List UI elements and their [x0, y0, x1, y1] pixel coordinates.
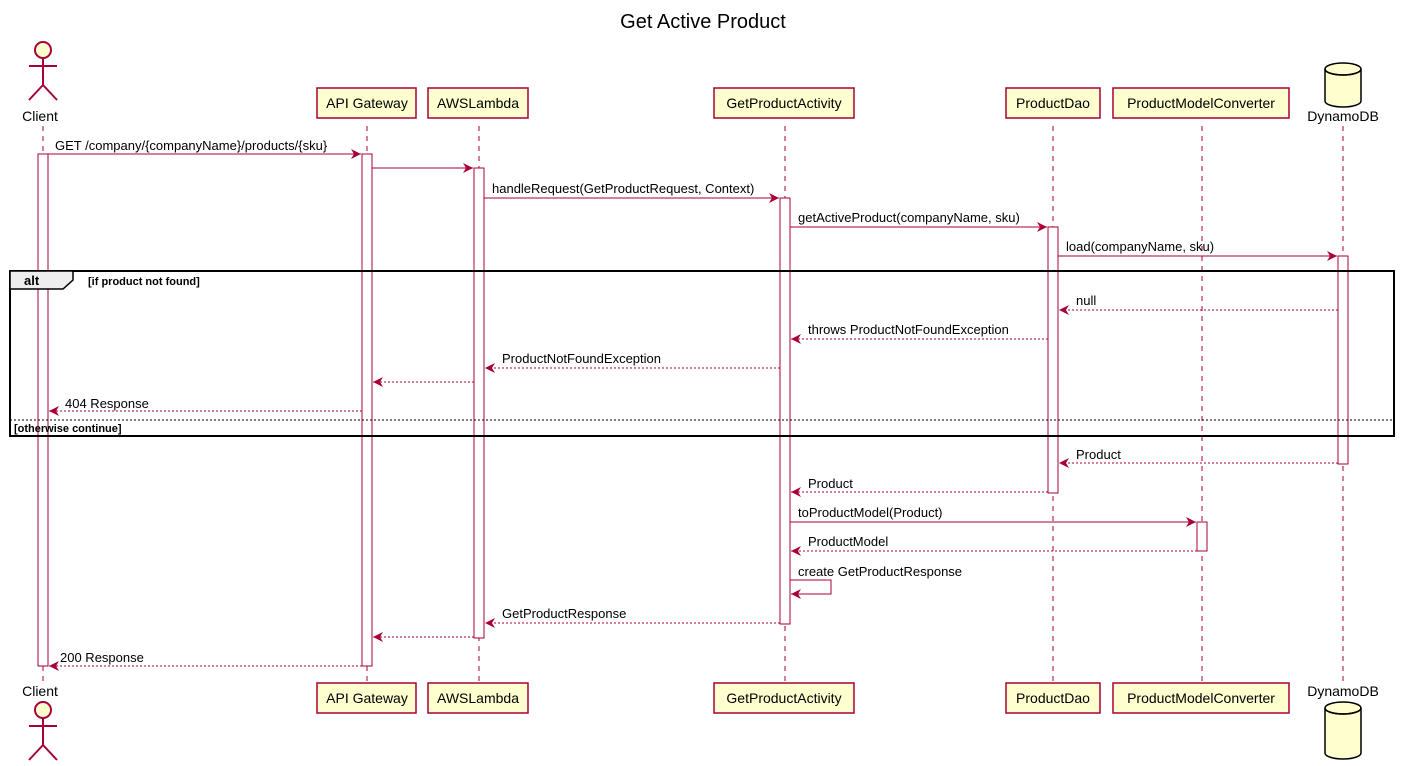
message-label: create GetProductResponse [798, 564, 962, 579]
alt-operator: alt [24, 273, 40, 288]
message-label: 404 Response [65, 396, 149, 411]
participant-label-aws-lambda: AWSLambda [437, 95, 519, 111]
participant-label-aws-lambda: AWSLambda [437, 690, 519, 706]
self-message-arrow [790, 579, 832, 599]
message-label: toProductModel(Product) [798, 505, 943, 520]
alt-frame [9, 270, 1395, 437]
participants-bottom: Client API Gateway AWSLambda GetProductA… [22, 682, 1379, 761]
participant-label-product-model-converter: ProductModelConverter [1127, 95, 1275, 111]
message-label: null [1076, 293, 1096, 308]
message-label: ProductNotFoundException [502, 351, 661, 366]
activation-api-gateway [361, 153, 373, 667]
participant-label-product-model-converter: ProductModelConverter [1127, 690, 1275, 706]
participant-box-product-model-converter [1112, 682, 1290, 714]
message-label: ProductModel [808, 534, 888, 549]
participant-box-get-product-activity [713, 87, 855, 119]
message-label: getActiveProduct(companyName, sku) [798, 210, 1020, 225]
activation-get-product-activity [779, 197, 791, 625]
activation-dynamodb [1337, 255, 1349, 465]
message-label: GetProductResponse [502, 606, 626, 621]
alt-fragment: alt [if product not found] [otherwise co… [9, 270, 1395, 437]
participant-box-product-dao [1005, 682, 1101, 714]
else-guard: [otherwise continue] [14, 423, 122, 435]
participant-box-api-gateway [316, 682, 417, 714]
participant-label-api-gateway: API Gateway [326, 690, 408, 706]
client-actor-icon [28, 41, 58, 101]
message-label: throws ProductNotFoundException [808, 322, 1009, 337]
participant-box-aws-lambda [427, 682, 529, 714]
diagram-title: Get Active Product [620, 11, 786, 33]
participant-box-product-dao [1005, 87, 1101, 119]
message-label: GET /company/{companyName}/products/{sku… [55, 138, 328, 153]
participant-label-dynamodb: DynamoDB [1307, 683, 1379, 699]
participant-label-get-product-activity: GetProductActivity [726, 95, 841, 111]
message-label: load(companyName, sku) [1066, 239, 1214, 254]
activation-product-model-converter [1196, 521, 1208, 552]
activations [37, 153, 1349, 667]
participants-top: Client API Gateway AWSLambda GetProductA… [22, 41, 1379, 124]
client-actor-icon [28, 701, 58, 761]
message-label: Product [1076, 447, 1121, 462]
participant-box-aws-lambda [427, 87, 529, 119]
message-label: Product [808, 476, 853, 491]
participant-label-get-product-activity: GetProductActivity [726, 690, 841, 706]
activation-aws-lambda [473, 167, 485, 639]
participant-box-api-gateway [316, 87, 417, 119]
participant-label-product-dao: ProductDao [1016, 95, 1090, 111]
message-label: handleRequest(GetProductRequest, Context… [492, 181, 754, 196]
lifelines [42, 126, 1344, 682]
participant-label-product-dao: ProductDao [1016, 690, 1090, 706]
activation-client [37, 153, 49, 667]
participant-label-client: Client [22, 683, 58, 699]
participant-box-product-model-converter [1112, 87, 1290, 119]
participant-label-dynamodb: DynamoDB [1307, 108, 1379, 124]
database-icon [1324, 701, 1362, 760]
messages: GET /company/{companyName}/products/{sku… [48, 138, 1338, 671]
alt-guard: [if product not found] [88, 276, 200, 288]
database-icon [1324, 62, 1362, 108]
participant-box-get-product-activity [713, 682, 855, 714]
alt-tab [9, 270, 74, 290]
participant-label-client: Client [22, 108, 58, 124]
participant-label-api-gateway: API Gateway [326, 95, 408, 111]
activation-product-dao [1047, 226, 1059, 494]
message-label: 200 Response [60, 650, 144, 665]
